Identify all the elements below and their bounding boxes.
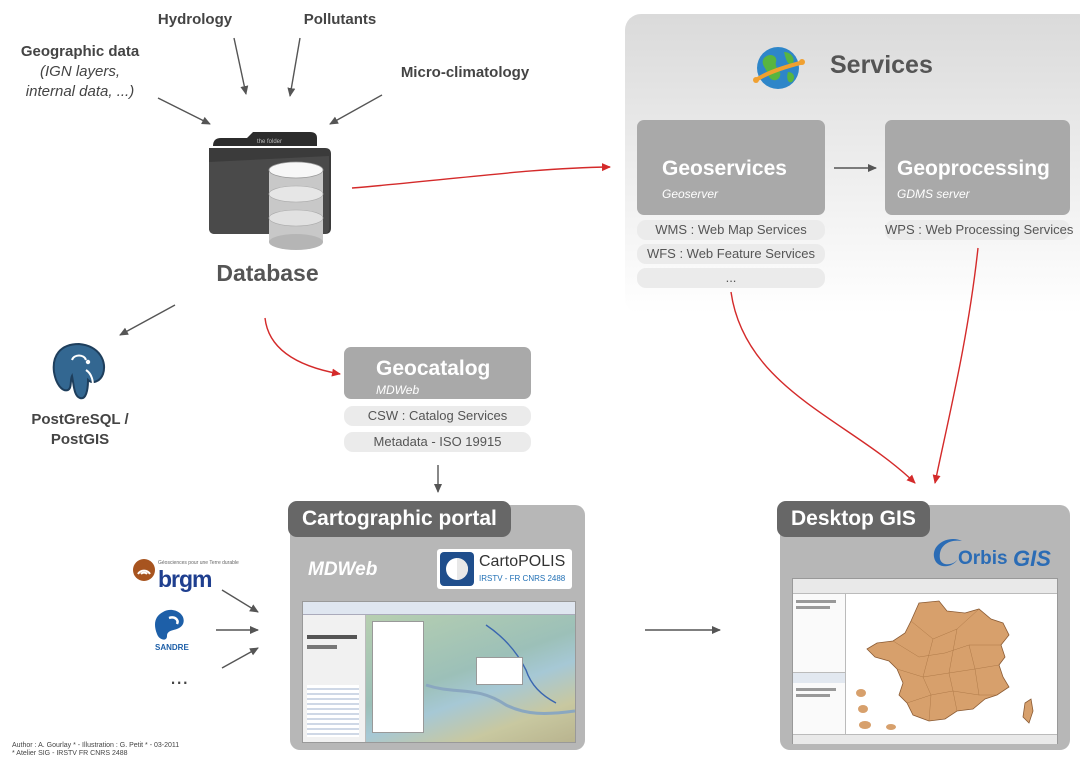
geoservices-item-more: ... (637, 268, 825, 288)
geoservices-box: Geoservices Geoserver (637, 120, 825, 215)
geocatalog-item-csw: CSW : Catalog Services (344, 406, 531, 426)
postgresql-line2: PostGIS (50, 431, 110, 448)
postgresql-line1: PostGreSQL / (31, 411, 129, 428)
brgm-icon (133, 559, 155, 581)
geoservices-item-wfs: WFS : Web Feature Services (637, 244, 825, 264)
france-map (856, 600, 1034, 730)
desktop-screenshot (792, 578, 1058, 744)
geographic-data-title: Geographic data (20, 43, 140, 60)
geographic-data-label: Geographic data (IGN layers, internal da… (0, 42, 160, 102)
pollutants-label: Pollutants (303, 11, 377, 28)
sandre-logo: SANDRE (153, 608, 193, 654)
cartopolis-name: CartoPOLIS (479, 553, 566, 570)
arrow-micro-to-db (329, 94, 383, 125)
arrow-hydrology-to-db (233, 37, 249, 95)
arrow-brgm-to-portal (221, 589, 259, 613)
postgresql-elephant-icon (48, 340, 110, 404)
orbisgis-suffix: GIS (1013, 546, 1051, 571)
geoservices-title: Geoservices (662, 157, 787, 180)
globe-icon (752, 42, 808, 94)
microclimatology-label: Micro-climatology (400, 64, 530, 81)
brgm-logo: Géosciences pour une Terre durable brgm (132, 558, 239, 598)
brgm-tagline: Géosciences pour une Terre durable (158, 560, 239, 566)
geoprocessing-box: Geoprocessing GDMS server (885, 120, 1070, 215)
arrow-db-to-postgres (119, 304, 176, 336)
postgresql-label: PostGreSQL / PostGIS (0, 410, 160, 450)
geocatalog-item-metadata: Metadata - ISO 19915 (344, 432, 531, 452)
geographic-data-sub2: internal data, ...) (25, 83, 135, 100)
arrow-geographic-to-db (157, 97, 211, 125)
desktop-screenshot-toc (793, 594, 846, 734)
geocatalog-title: Geocatalog (376, 357, 491, 380)
database-label: Database (216, 260, 319, 286)
geoprocessing-item-wps: WPS : Web Processing Services (885, 220, 1073, 240)
cartopolis-icon (440, 552, 474, 586)
arrow-geoprocessing-to-desktop (932, 247, 979, 484)
arrow-geoservices-to-desktop (730, 291, 916, 484)
desktop-screenshot-toolbar (793, 579, 1057, 594)
cartographic-portal-tag: Cartographic portal (288, 501, 511, 537)
portal-screenshot (302, 601, 576, 743)
arrow-db-to-geocatalog (264, 317, 341, 377)
desktop-screenshot-statusbar (793, 734, 1057, 744)
geoprocessing-title: Geoprocessing (897, 157, 1050, 180)
sandre-icon (155, 609, 184, 640)
sandre-text: SANDRE (155, 643, 189, 652)
more-logos-ellipsis: ... (170, 664, 189, 689)
geoprocessing-subtitle: GDMS server (897, 187, 970, 201)
footer-credits: Author : A. Gourlay * - Illustration : G… (12, 742, 179, 758)
arrow-pollutants-to-db (287, 37, 301, 97)
folder-label: the folder (257, 139, 282, 145)
database-icon: the folder (205, 128, 355, 253)
hydrology-label: Hydrology (157, 11, 233, 28)
geoservices-subtitle: Geoserver (662, 187, 719, 201)
arrow-db-to-geoservices (351, 163, 611, 189)
brgm-text: brgm (158, 566, 212, 592)
database-cylinder-icon (268, 161, 324, 250)
footer-line2: * Atelier SIG - IRSTV FR CNRS 2488 (12, 750, 128, 757)
geocatalog-subtitle: MDWeb (376, 383, 420, 397)
portal-screenshot-sidebar (303, 615, 366, 742)
cartopolis-logo: CartoPOLIS IRSTV - FR CNRS 2488 (437, 549, 572, 589)
geoservices-item-wms: WMS : Web Map Services (637, 220, 825, 240)
orbisgis-swoosh-icon (933, 538, 962, 567)
portal-screenshot-topbar (303, 602, 575, 615)
services-title: Services (830, 51, 933, 79)
mdweb-label: MDWeb (308, 559, 378, 580)
orbisgis-logo: Orbis GIS (928, 533, 1063, 573)
orbisgis-prefix: Orbis (958, 548, 1008, 569)
geographic-data-sub1: (IGN layers, (39, 63, 120, 80)
portal-screenshot-map (366, 615, 575, 742)
footer-line1: Author : A. Gourlay * - Illustration : G… (12, 742, 180, 749)
geocatalog-box: Geocatalog MDWeb (344, 347, 531, 399)
desktop-gis-tag: Desktop GIS (777, 501, 930, 537)
arrow-more-to-portal (221, 647, 259, 669)
cartopolis-sub: IRSTV - FR CNRS 2488 (479, 574, 566, 583)
